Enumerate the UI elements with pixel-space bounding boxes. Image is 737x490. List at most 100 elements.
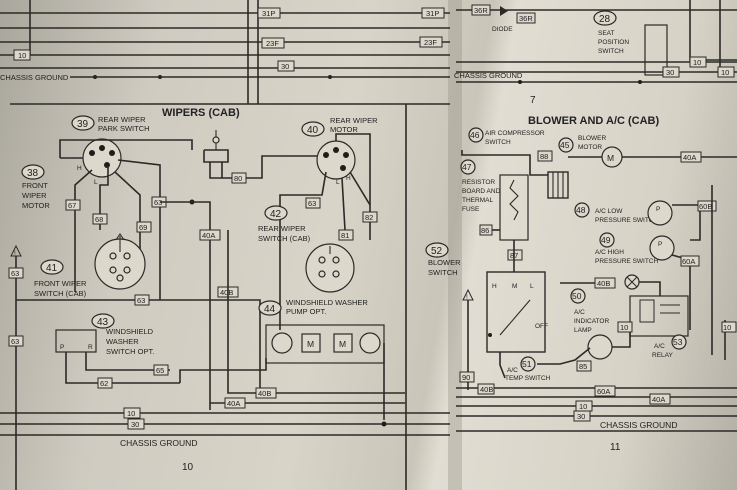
wire-tag-63-left: 63	[11, 269, 19, 278]
blower-switch-off: OFF	[535, 323, 548, 330]
wire-tag-40a-lower: 40A	[227, 399, 240, 408]
component-44-label-line2: PUMP OPT.	[286, 307, 326, 316]
component-42-rear-wiper-switch: 42 REAR WIPER SWITCH (CAB)	[258, 205, 355, 293]
wire-tag-60a-bottom: 60A	[597, 387, 610, 396]
component-41-front-wiper-switch: 41 FRONT WIPER SWITCH (CAB)	[34, 233, 146, 298]
component-48-label-line2: PRESSURE SWITCH	[595, 217, 659, 224]
component-45-label-line1: BLOWER	[578, 135, 606, 142]
component-28-number: 28	[599, 14, 611, 25]
wire-tag-30-bottom-right: 30	[577, 412, 585, 421]
component-47-label-line1: RESISTOR	[462, 179, 495, 186]
chassis-ground-label-left: CHASSIS GROUND	[120, 438, 197, 448]
left-top-strip: 31P 31P 23F 23F 10 30 CHASSIS GROUND	[0, 0, 450, 104]
component-39-label-line2: PARK SWITCH	[98, 124, 150, 133]
component-47-label-line3: THERMAL	[462, 197, 493, 204]
component-51-label-line1: A/C	[507, 367, 518, 374]
component-38-label-line2: WIPER	[22, 191, 47, 200]
component-53-label-line1: A/C	[654, 343, 665, 350]
front-wiper-wiring: 67 68 69 63	[59, 139, 211, 410]
wire-tag-10-bottom: 10	[127, 409, 135, 418]
right-top-strip: 36R DIODE 36R 28 SEAT POSITION SWITCH 30…	[454, 0, 737, 106]
wire-tag-36r-b: 36R	[519, 14, 533, 23]
component-49-number: 49	[601, 235, 611, 245]
component-41-label-line1: FRONT WIPER	[34, 279, 87, 288]
pump-motor-2-m: M	[339, 339, 346, 349]
component-40-label-line1: REAR WIPER	[330, 116, 378, 125]
component-50-ac-indicator-lamp: 40B 50 A/C INDICATOR LAMP	[560, 274, 661, 360]
wire-tag-23f-right-text: 23F	[424, 38, 437, 47]
pump-motor-1-m: M	[307, 339, 314, 349]
component-45-blower-motor: 45 BLOWER MOTOR M 40A	[558, 135, 737, 168]
blower-switch-m: M	[512, 283, 517, 290]
wire-tag-63-rear: 63	[308, 199, 316, 208]
component-38-front-wiper-motor: 38 FRONT WIPER MOTOR H L	[21, 138, 122, 210]
component-44-label-line1: WINDSHIELD WASHER	[286, 298, 368, 307]
component-38-label-line1: FRONT	[22, 181, 48, 190]
svg-text:!: !	[14, 250, 16, 257]
component-49-label-line2: PRESSURE SWITCH	[595, 258, 659, 265]
wire-tag-30-bottom: 30	[131, 420, 139, 429]
washer-switch-terminal-p: P	[60, 344, 64, 351]
component-42-label-line1: REAR WIPER	[258, 224, 306, 233]
wire-tag-63-lower: 63	[11, 337, 19, 346]
component-48-ac-low-pressure-switch: 48 A/C LOW PRESSURE SWITCH P	[574, 200, 673, 226]
component-50-label-line2: INDICATOR	[574, 318, 609, 325]
motor40-terminal-h: H	[346, 175, 351, 182]
component-43-label-line2: WASHER	[106, 337, 139, 346]
wire-tag-40a-right-top: 40A	[683, 153, 696, 162]
component-48-label-line1: A/C LOW	[595, 208, 623, 215]
component-47-number: 47	[462, 162, 472, 172]
wire-tag-88: 88	[540, 152, 548, 161]
component-46-label-line2: SWITCH	[485, 139, 511, 146]
wire-tag-23f-left-text: 23F	[266, 39, 279, 48]
pressure-switch-48-p: P	[656, 206, 660, 213]
component-50-label-line3: LAMP	[574, 327, 592, 334]
top-ground-label-right: CHASSIS GROUND	[454, 71, 523, 80]
washer-switch-terminal-r: R	[88, 344, 93, 351]
component-43-label-line3: SWITCH OPT.	[106, 347, 154, 356]
component-51-ac-temp-switch: 51 A/C TEMP SWITCH 85	[505, 347, 592, 382]
wire-tag-40b-lower: 40B	[258, 389, 271, 398]
wire-tag-86: 86	[481, 226, 489, 235]
wire-tag-40b-upper: 40B	[220, 288, 233, 297]
component-44-number: 44	[264, 304, 276, 315]
chassis-ground-label-right: CHASSIS GROUND	[600, 420, 677, 430]
page-number-11: 11	[610, 442, 621, 453]
wire-tag-81: 81	[341, 231, 349, 240]
wire-tag-90: 90	[462, 373, 470, 382]
wire-tag-85: 85	[579, 362, 587, 371]
component-39-rear-wiper-park-switch: 39 REAR WIPER PARK SWITCH	[71, 115, 150, 133]
wipers-section-title: WIPERS (CAB)	[162, 107, 240, 119]
wire-tag-60b: 60B	[699, 202, 712, 211]
wire-tag-23f-right	[419, 36, 443, 48]
motor40-terminal-l: L	[336, 179, 340, 186]
component-46-number: 46	[470, 130, 480, 140]
diode-label: DIODE	[492, 26, 513, 33]
wire-tag-10-relay: 10	[620, 323, 628, 332]
component-28-label-line1: SEAT	[598, 30, 615, 37]
component-49-ac-high-pressure-switch: 49 A/C HIGH PRESSURE SWITCH P 60B 60A 10	[595, 185, 737, 360]
component-45-label-line2: MOTOR	[578, 144, 602, 151]
wire-tag-62: 62	[100, 379, 108, 388]
wire-tag-80: 80	[234, 174, 242, 183]
wire-tag-40b-right: 40B	[597, 279, 610, 288]
left-40a-40b-wires: 40A 40B 40B 40A	[199, 229, 405, 409]
wire-tag-82: 82	[365, 213, 373, 222]
page-fold	[448, 0, 462, 490]
component-41-label-line2: SWITCH (CAB)	[34, 289, 87, 298]
component-45-number: 45	[560, 140, 570, 150]
left-bottom-busbars: 10 30 CHASSIS GROUND 10	[0, 407, 450, 473]
motor38-terminal-h: H	[77, 165, 82, 172]
component-38-number: 38	[27, 168, 39, 179]
component-44-windshield-washer-pump: 44 WINDSHIELD WASHER PUMP OPT. M M	[258, 298, 385, 420]
component-53-label-line2: RELAY	[652, 352, 673, 359]
component-47-label-line4: FUSE	[462, 206, 480, 213]
component-40-number: 40	[307, 125, 319, 136]
blower-motor-m: M	[607, 153, 614, 163]
wire-tag-31p-left	[257, 7, 281, 19]
wire-tag-67: 67	[68, 201, 76, 210]
left-rail-63: ! 63 63 63	[8, 244, 261, 490]
pressure-switch-49-p: P	[658, 241, 662, 248]
